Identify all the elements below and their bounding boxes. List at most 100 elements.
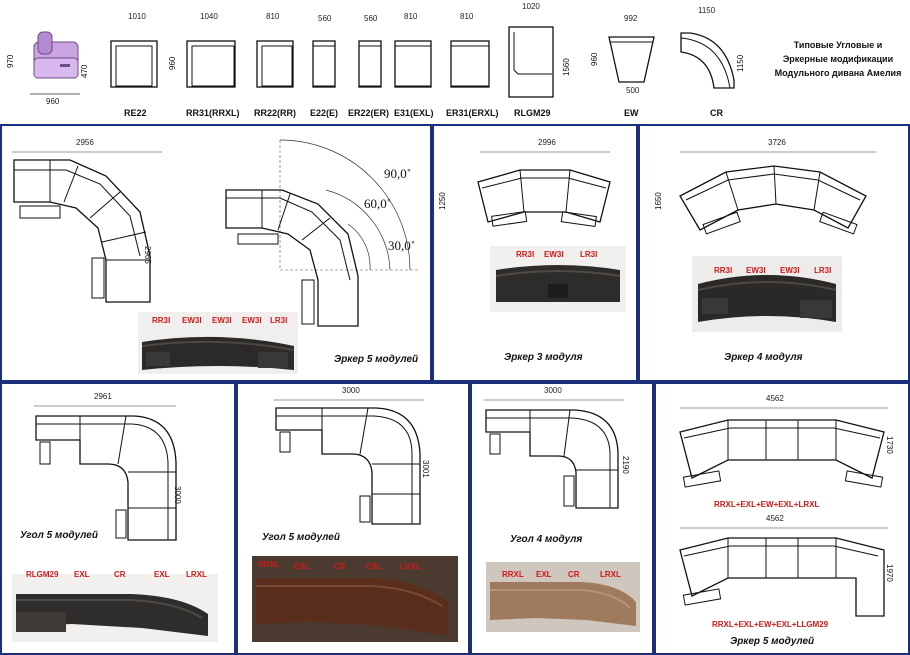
header-strip: 970 470 960 1010 RE22 1040 960 RR31(RRXL…	[0, 0, 910, 122]
module-re22-width: 1010	[128, 12, 146, 21]
module-rr22-width: 810	[266, 12, 280, 21]
chair-width: 960	[46, 97, 60, 106]
p6-plan	[485, 409, 619, 509]
module-e22-width: 560	[318, 14, 332, 23]
module-ew-width: 992	[624, 14, 638, 23]
p1-angle-60: 60,0˚	[364, 196, 392, 211]
p5-sofa-photo	[252, 556, 458, 642]
module-e31-code: E31(EXL)	[394, 108, 434, 118]
p7-width-bottom: 4562	[766, 514, 784, 523]
p3-label-4: LR3I	[814, 266, 832, 275]
p1-angle-30: 30,0˚	[388, 238, 416, 253]
p6-width-line	[484, 399, 624, 401]
armchair-icon	[33, 31, 79, 79]
module-er31-shape	[450, 40, 490, 88]
p3-photo	[692, 256, 842, 332]
p4-label-1: RLGM29	[26, 570, 59, 579]
p2-caption: Эркер 3 модуля	[504, 352, 583, 363]
p2-label-1: RR3I	[516, 250, 535, 259]
panel-bay-5-modules-a: 2956 2965 90,0˚ 60,0˚ 30,0˚ RR3I	[0, 124, 432, 382]
p1-width-line	[12, 151, 162, 153]
chair-dim-line	[30, 93, 80, 95]
panel-bay-4-modules: 3726 1650 RR3I EW3I EW3I LR3I Эркер 4 мо…	[638, 124, 910, 382]
module-rr31-height: 960	[168, 56, 177, 70]
p2-plan	[477, 169, 611, 228]
title-line-3: Модульного дивана Амелия	[774, 68, 902, 78]
p4-width-line	[34, 405, 176, 407]
module-er22-code: ER22(ER)	[348, 108, 390, 118]
p6-label-4: LRXL	[600, 570, 621, 579]
module-ew-bottom: 500	[626, 86, 640, 95]
module-er22-shape	[358, 40, 382, 88]
title-line-2: Эркерные модификации	[782, 54, 894, 64]
p6-label-3: CR	[568, 570, 580, 579]
module-e31-width: 810	[404, 12, 418, 21]
title-line-1: Типовые Угловые и	[793, 40, 883, 50]
chair-inner-height: 470	[80, 64, 89, 78]
module-rlgm29-code: RLGM29	[514, 108, 551, 118]
p2-height: 1250	[438, 192, 447, 210]
p4-label-5: LRXL	[186, 570, 207, 579]
p7-width-top-line	[680, 407, 888, 409]
p2-label-3: LR3I	[580, 250, 598, 259]
p6-photo	[486, 562, 640, 632]
chair-height: 970	[6, 54, 15, 68]
p5-plan	[275, 407, 421, 525]
p7-caption: Эркер 5 модулей	[730, 636, 815, 647]
module-rlgm29-height: 1560	[562, 58, 571, 76]
module-cr-width: 1150	[698, 6, 716, 15]
p2-width: 2996	[538, 138, 556, 147]
p5-label-5: LRXL	[400, 562, 421, 571]
p4-label-3: CR	[114, 570, 126, 579]
p4-label-4: EXL	[154, 570, 170, 579]
p1-caption: Эркер 5 модулей	[334, 354, 419, 365]
module-rlgm29-shape	[508, 26, 554, 98]
p3-height: 1650	[654, 192, 663, 210]
module-cr-code: CR	[710, 108, 723, 118]
p4-width: 2961	[94, 392, 112, 401]
module-rr31-shape	[186, 40, 236, 88]
p4-label-2: EXL	[74, 570, 90, 579]
module-rr22-shape	[256, 40, 294, 88]
p3-caption: Эркер 4 модуля	[724, 352, 803, 363]
module-rlgm29-width: 1020	[522, 2, 540, 11]
module-e31-shape	[394, 40, 432, 88]
p5-label-2: EXL	[294, 562, 310, 571]
p1-label-4: EW3I	[242, 316, 262, 325]
p6-caption: Угол 4 модуля	[510, 534, 583, 545]
module-ew-height: 960	[590, 52, 599, 66]
p2-sofa-photo	[495, 265, 621, 302]
p6-label-1: RRXL	[502, 570, 524, 579]
p4-caption: Угол 5 модулей	[20, 530, 98, 541]
page-title: Типовые Угловые и Эркерные модификации М…	[768, 38, 908, 80]
p3-width-line	[680, 151, 876, 153]
p3-width: 3726	[768, 138, 786, 147]
p2-width-line	[480, 151, 610, 153]
panel-corner-5-modules-b: 3000 3001 Угол 5 модулей RRXL EXL CR EXL…	[236, 382, 470, 655]
module-rr31-code: RR31(RRXL)	[186, 108, 240, 118]
p3-label-3: EW3I	[780, 266, 800, 275]
module-rr22-code: RR22(RR)	[254, 108, 297, 118]
module-e22-shape	[312, 40, 336, 88]
p5-width: 3000	[342, 386, 360, 395]
p4-photo	[12, 574, 218, 642]
p1-angle-90: 90,0˚	[384, 166, 412, 181]
panel-bay-5-modules-b: 4562 1730 RRXL+EXL+EW+EXL+LRXL 4562 1970…	[654, 382, 910, 655]
module-re22-shape	[110, 40, 158, 88]
panel-corner-5-modules-a: 2961 3000 Угол 5 модулей RLGM29 EXL CR E…	[0, 382, 236, 655]
p7-formula-top: RRXL+EXL+EW+EXL+LRXL	[714, 500, 820, 509]
p7-plan-top	[679, 419, 885, 488]
module-er22-width: 560	[364, 14, 378, 23]
p6-sofa-photo	[490, 582, 636, 626]
module-re22-code: RE22	[124, 108, 147, 118]
p2-photo	[490, 246, 626, 312]
module-er31-code: ER31(ERXL)	[446, 108, 499, 118]
p2-label-2: EW3I	[544, 250, 564, 259]
p1-label-2: EW3I	[182, 316, 202, 325]
p1-label-1: RR3I	[152, 316, 171, 325]
p6-label-2: EXL	[536, 570, 552, 579]
module-ew-code: EW	[624, 108, 639, 118]
p7-plan-bottom	[679, 537, 885, 617]
p5-label-3: CR	[334, 562, 346, 571]
p7-width-top: 4562	[766, 394, 784, 403]
